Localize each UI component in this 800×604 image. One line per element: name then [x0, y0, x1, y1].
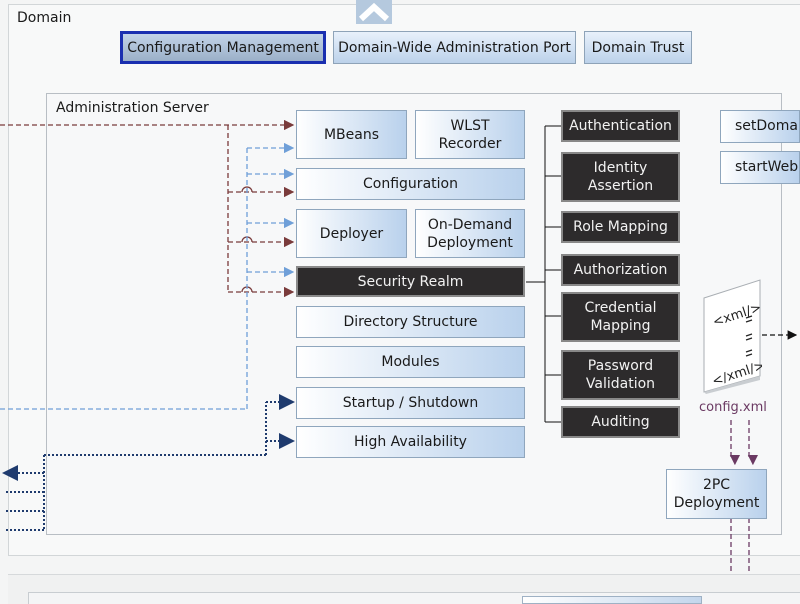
auditing-box[interactable]: Auditing [561, 406, 680, 438]
domain-title: Domain [17, 10, 72, 26]
two-pc-deployment-box[interactable]: 2PC Deployment [666, 469, 767, 519]
administration-server-title: Administration Server [56, 100, 209, 116]
on-demand-deployment-box[interactable]: On-Demand Deployment [415, 209, 525, 258]
security-realm-box[interactable]: Security Realm [296, 266, 525, 297]
role-mapping-box[interactable]: Role Mapping [561, 211, 680, 243]
tab-configuration-management[interactable]: Configuration Management [120, 31, 326, 64]
chevron-up-icon[interactable] [356, 0, 392, 24]
high-availability-box[interactable]: High Availability [296, 426, 525, 458]
tab-domain-wide-administration-port[interactable]: Domain-Wide Administration Port [333, 31, 576, 64]
tab-domain-trust[interactable]: Domain Trust [584, 31, 692, 64]
credential-mapping-box[interactable]: Credential Mapping [561, 292, 680, 342]
authorization-box[interactable]: Authorization [561, 254, 680, 286]
wlst-recorder-box[interactable]: WLST Recorder [415, 110, 525, 159]
set-domain-box[interactable]: setDomain [720, 110, 800, 143]
xml-document-icon: <xml/> </xml/> [703, 279, 762, 394]
mbeans-box[interactable]: MBeans [296, 110, 407, 159]
identity-assertion-box[interactable]: Identity Assertion [561, 152, 680, 202]
deployer-box[interactable]: Deployer [296, 209, 407, 258]
configuration-box[interactable]: Configuration [296, 168, 525, 200]
authentication-box[interactable]: Authentication [561, 110, 680, 142]
directory-structure-box[interactable]: Directory Structure [296, 306, 525, 338]
password-validation-box[interactable]: Password Validation [561, 350, 680, 400]
start-weblogic-box[interactable]: startWebLo [720, 151, 800, 184]
startup-shutdown-box[interactable]: Startup / Shutdown [296, 387, 525, 419]
modules-box[interactable]: Modules [296, 346, 525, 378]
lower-component-box [522, 596, 702, 604]
config-xml-label: config.xml [699, 400, 767, 415]
